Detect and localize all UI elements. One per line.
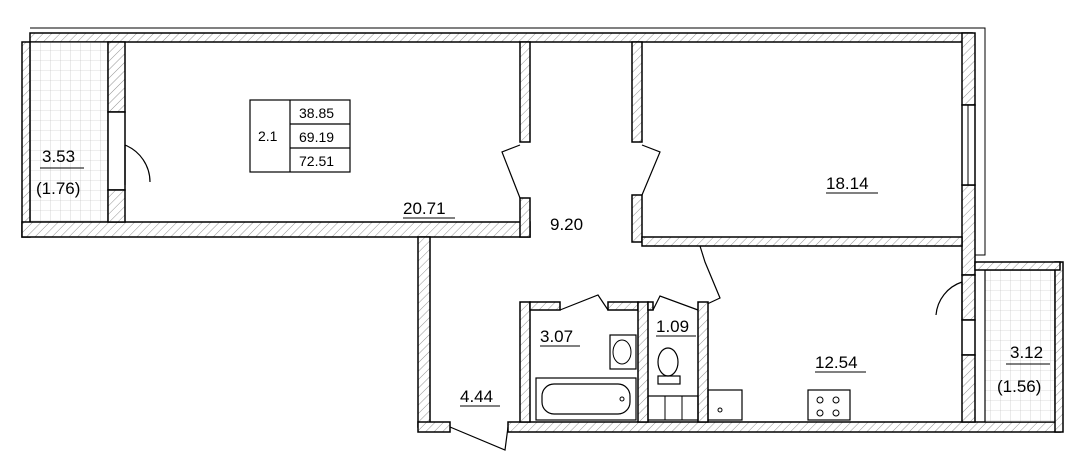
toilet-top-wall	[647, 301, 654, 311]
sink-bowl	[612, 339, 632, 365]
toilet-tank	[657, 375, 681, 385]
kitchen-sink	[707, 389, 743, 421]
left-bottom-wall	[21, 221, 531, 238]
right-balcony-top-wall	[974, 261, 1061, 271]
room-bathroom-area: 3.07	[540, 327, 573, 346]
door-bedroom	[641, 144, 661, 196]
living-left-opening	[107, 111, 126, 191]
bathroom-sink	[609, 334, 637, 370]
left-balcony-wall	[21, 41, 31, 238]
bathtub	[535, 377, 637, 421]
left-balcony-area: 3.53	[42, 147, 75, 166]
right-balcony-reduced-area: (1.56)	[997, 377, 1041, 396]
room-living-area: 20.71	[403, 199, 446, 218]
bathroom-top-wall-a	[529, 301, 561, 311]
right-balcony	[984, 269, 1056, 423]
door-kitchen	[699, 245, 721, 306]
door-living	[501, 144, 521, 199]
room-corridor-area: 9.20	[550, 215, 583, 234]
bathroom-top-wall-b	[607, 301, 639, 311]
toilet-bowl	[657, 347, 679, 377]
toilet-cabinet	[647, 395, 699, 421]
kitchen-stove	[807, 389, 851, 421]
bathtub-drain	[619, 396, 625, 402]
door-toilet	[652, 295, 699, 311]
area-total: 69.19	[299, 129, 334, 145]
hall-left-wall	[417, 236, 431, 428]
bathroom-toilet-wall	[637, 301, 649, 423]
living-left-wall-bottom	[107, 189, 126, 223]
kitchen-right-opening	[961, 319, 976, 356]
right-balcony-area: 3.12	[1010, 343, 1043, 362]
top-wall	[29, 32, 973, 43]
apartment-number: 2.1	[258, 128, 278, 144]
bottom-wall-right	[507, 421, 1061, 433]
corridor-bedroom-wall-top	[631, 41, 643, 143]
right-mid-wall	[961, 184, 976, 276]
area-living: 38.85	[299, 105, 334, 121]
room-bedroom-area: 18.14	[826, 174, 869, 193]
left-balcony-reduced-area: (1.76)	[36, 179, 80, 198]
door-bathroom	[559, 294, 609, 311]
room-toilet-area: 1.09	[656, 317, 689, 336]
kitchen-right-wall-top	[961, 274, 976, 321]
balcony-door-left	[124, 144, 151, 185]
corridor-bedroom-wall-bottom	[631, 194, 643, 243]
right-top-wall	[961, 32, 976, 106]
right-balcony-wall	[1054, 261, 1064, 433]
living-corridor-wall-top	[519, 41, 531, 143]
entrance-door	[449, 426, 509, 451]
bottom-wall-left	[417, 421, 451, 433]
kitchen-right-wall-bottom	[961, 354, 976, 423]
room-kitchen-area: 12.54	[815, 353, 858, 372]
balcony-door-right	[935, 281, 963, 320]
left-balcony	[29, 41, 109, 223]
living-left-wall-top	[107, 41, 126, 113]
bathtub-inner	[541, 383, 631, 415]
bathroom-left-wall	[519, 301, 531, 423]
bedroom-bottom-wall	[641, 236, 963, 247]
toilet-right-wall	[697, 301, 709, 423]
top-parapet	[30, 27, 986, 256]
room-hall-area: 4.44	[460, 387, 493, 406]
area-total-with-balcony: 72.51	[299, 153, 334, 169]
apartment-info-table: 2.1 38.85 69.19 72.51	[249, 99, 351, 173]
living-corridor-wall-bottom	[519, 197, 531, 238]
